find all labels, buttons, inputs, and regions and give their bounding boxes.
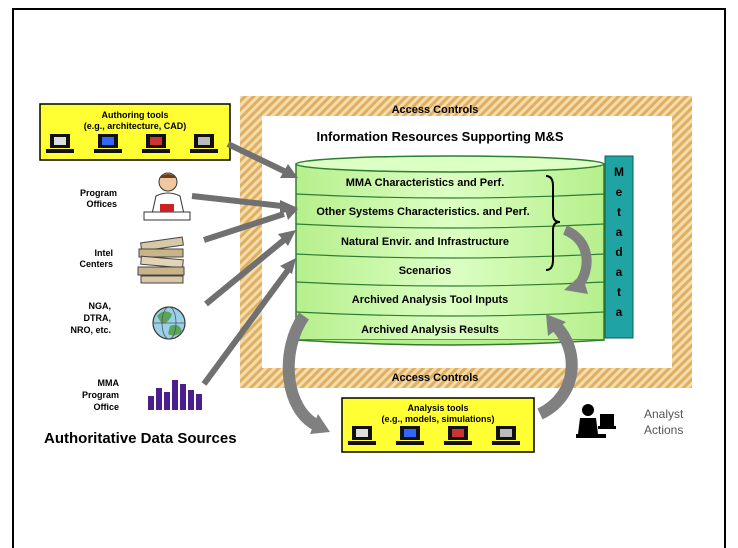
cylinder-top (295, 155, 605, 173)
authoring-computer-icons (46, 134, 218, 153)
computer-icon (396, 426, 424, 445)
arrow-mma-program-office (201, 268, 291, 386)
metadata-letter: a (616, 305, 623, 319)
metadata-letter: a (616, 225, 623, 239)
intel-centers-line2: Centers (79, 259, 113, 269)
computer-icon (444, 426, 472, 445)
authoring-tools-title: Authoring tools (102, 110, 169, 120)
metadata-letter: d (615, 245, 622, 259)
person-at-desk-icon (143, 172, 191, 221)
agencies-line1: NGA, (89, 301, 112, 311)
arrow-program-offices (191, 193, 283, 209)
arrowhead (278, 230, 296, 246)
program-offices-line1: Program (80, 188, 117, 198)
globe-icon (152, 306, 186, 340)
bar-chart-icon (148, 380, 202, 410)
curly-brace (545, 175, 561, 271)
layer-divider (295, 223, 605, 229)
layer-other-systems: Other Systems Characteristics. and Perf. (316, 206, 529, 218)
metadata-letter: a (616, 265, 623, 279)
arrowhead (564, 274, 588, 294)
metadata-letter: e (616, 185, 623, 199)
layer-divider (295, 253, 605, 259)
metadata-letter: M (614, 165, 624, 179)
metadata-bar (604, 155, 634, 339)
layer-archived-inputs: Archived Analysis Tool Inputs (352, 294, 508, 306)
authoritative-data-sources-label: Authoritative Data Sources (44, 430, 237, 447)
curved-arrow-down-left (282, 312, 322, 432)
layer-scenarios: Scenarios (399, 265, 452, 277)
mma-program-office-line2: Program (82, 390, 119, 400)
analyst-actions-line1: Analyst (644, 407, 684, 421)
intel-centers-line1: Intel (94, 248, 113, 258)
agencies-line2: DTRA, (84, 313, 112, 323)
source-arrows (191, 141, 298, 386)
computer-icon (142, 134, 170, 153)
layer-divider (295, 281, 605, 287)
computer-icon (348, 426, 376, 445)
arrowhead (280, 200, 298, 214)
mma-program-office-line3: Office (93, 402, 119, 412)
computer-icon (190, 134, 218, 153)
computer-icon (46, 134, 74, 153)
curved-arrow-up-right (537, 321, 578, 420)
metadata-letter: t (617, 205, 621, 219)
access-controls-bottom-label: Access Controls (392, 372, 479, 384)
arrow-intel-centers (203, 211, 285, 243)
document-stack-icon (137, 236, 185, 284)
layer-divider (295, 193, 605, 199)
program-offices-line2: Offices (86, 199, 117, 209)
arrow-authoring (226, 141, 288, 175)
layer-archived-results: Archived Analysis Results (361, 324, 499, 336)
mma-program-office-line1: MMA (98, 378, 120, 388)
agencies-line3: NRO, etc. (70, 325, 111, 335)
analysis-computer-icons (348, 426, 520, 445)
resources-title: Information Resources Supporting M&S (316, 129, 563, 144)
arrowhead (546, 314, 566, 336)
authoring-tools-subtitle: (e.g., architecture, CAD) (84, 121, 187, 131)
arrowhead (310, 414, 330, 434)
slide-frame (12, 8, 726, 548)
arrow-agencies (204, 237, 286, 307)
layer-mma-characteristics: MMA Characteristics and Perf. (346, 177, 505, 189)
analysis-tools-title: Analysis tools (407, 403, 468, 413)
layer-natural-envir: Natural Envir. and Infrastructure (341, 236, 509, 248)
analyst-actions-line2: Actions (644, 423, 683, 437)
layer-divider (295, 311, 605, 317)
analyst-at-computer-icon (576, 404, 616, 438)
metadata-letters: M e t a d a t a (614, 165, 624, 319)
analysis-tools-subtitle: (e.g., models, simulations) (381, 414, 494, 424)
arrowhead (284, 206, 298, 220)
computer-icon (94, 134, 122, 153)
access-controls-top-label: Access Controls (392, 104, 479, 116)
arrowhead (280, 164, 298, 178)
computer-icon (492, 426, 520, 445)
metadata-letter: t (617, 285, 621, 299)
arrowhead (280, 258, 296, 274)
